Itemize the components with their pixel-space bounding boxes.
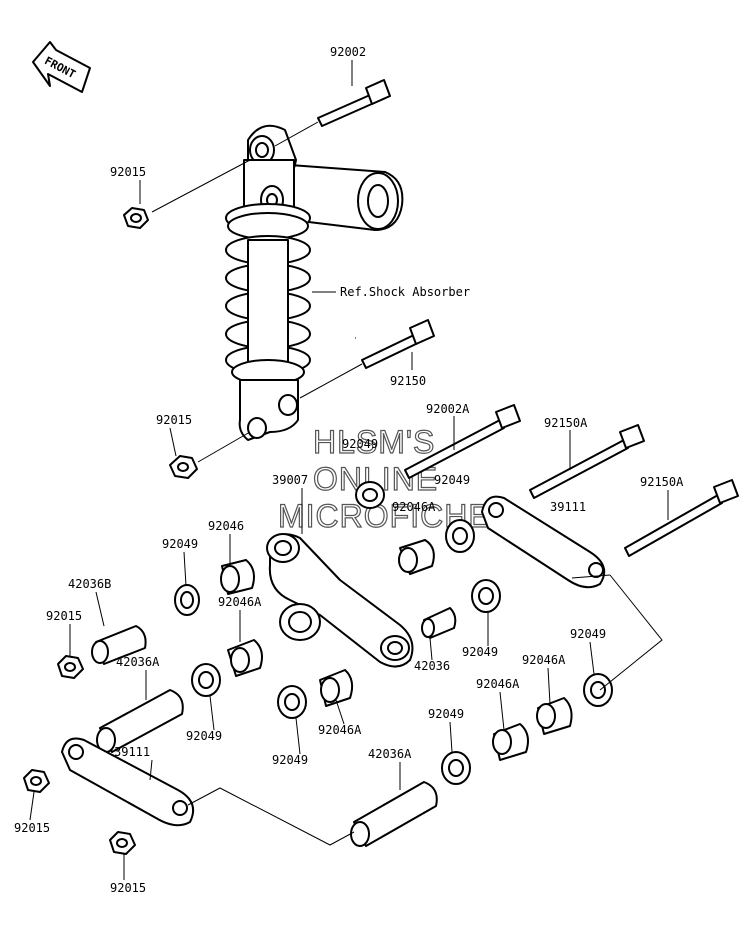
label-92046a-top: 92046A bbox=[392, 500, 436, 514]
label-92046a-left: 92046A bbox=[218, 595, 262, 609]
collar-92049-center bbox=[355, 481, 385, 509]
label-92046: 92046 bbox=[208, 519, 244, 533]
label-42036a-bottom: 42036A bbox=[368, 747, 412, 761]
bearing-92046a-left bbox=[227, 639, 263, 677]
label-ref-shock-absorber: Ref.Shock Absorber bbox=[340, 285, 470, 299]
label-92015-mid: 92015 bbox=[156, 413, 192, 427]
label-92046a-mid: 92046A bbox=[318, 723, 362, 737]
bearing-92046a-right-2 bbox=[492, 723, 529, 761]
bolt-92002 bbox=[274, 79, 391, 147]
label-42036b: 42036B bbox=[68, 577, 111, 591]
label-42036: 42036 bbox=[414, 659, 450, 673]
label-92150: 92150 bbox=[390, 374, 426, 388]
label-92015-bottom-1: 92015 bbox=[14, 821, 50, 835]
sleeve-42036 bbox=[421, 607, 457, 639]
label-92150a-1: 92150A bbox=[544, 416, 588, 430]
label-92002a: 92002A bbox=[426, 402, 470, 416]
shock-absorber bbox=[225, 124, 404, 441]
rod-39111-right bbox=[481, 495, 606, 589]
label-92049-center: 92049 bbox=[342, 437, 378, 451]
collar-92049-b bbox=[445, 519, 475, 553]
label-92015-bottom-2: 92015 bbox=[110, 881, 146, 895]
label-39111-right: 39111 bbox=[550, 500, 586, 514]
label-92015-left: 92015 bbox=[46, 609, 82, 623]
label-42036a-left: 42036A bbox=[116, 655, 160, 669]
label-39007: 39007 bbox=[272, 473, 308, 487]
label-92049-b: 92049 bbox=[434, 473, 470, 487]
collar-92049-right-2 bbox=[583, 673, 613, 707]
sleeve-42036a-left bbox=[96, 689, 184, 753]
bolt-92150a-2 bbox=[624, 479, 739, 557]
collar-92049-right-1 bbox=[471, 579, 501, 613]
bolt-92150 bbox=[299, 319, 435, 399]
bearing-92046a-right-1 bbox=[536, 697, 573, 735]
rod-39111-left bbox=[61, 737, 194, 827]
label-92150a-2: 92150A bbox=[640, 475, 684, 489]
collar-92049-left-1 bbox=[174, 584, 200, 616]
nut-92015-left bbox=[57, 655, 84, 679]
label-92049-left-3: 92049 bbox=[272, 753, 308, 767]
label-92049-left-2: 92049 bbox=[186, 729, 222, 743]
label-92046a-right-1: 92046A bbox=[522, 653, 566, 667]
bearing-92046 bbox=[220, 559, 255, 595]
sleeve-42036b bbox=[91, 625, 147, 665]
nut-92015-bottom-2 bbox=[109, 831, 136, 855]
collar-92049-left-3 bbox=[277, 685, 307, 719]
front-arrow-icon: FRONT bbox=[32, 41, 91, 93]
collar-92049-left-2 bbox=[191, 663, 221, 697]
label-92049-right-2: 92049 bbox=[570, 627, 606, 641]
bolt-92150a-1 bbox=[529, 424, 645, 499]
label-92049-left-1: 92049 bbox=[162, 537, 198, 551]
bearing-92046a-top bbox=[398, 539, 435, 575]
collar-92049-right-3 bbox=[441, 751, 471, 785]
sleeve-42036a-bottom bbox=[350, 781, 438, 847]
lever-39007 bbox=[266, 533, 414, 668]
assembly-lines bbox=[29, 60, 669, 880]
label-92046a-right-2: 92046A bbox=[476, 677, 520, 691]
label-92002: 92002 bbox=[330, 45, 366, 59]
label-39111-left: 39111 bbox=[114, 745, 150, 759]
nut-92015-mid bbox=[169, 431, 251, 479]
label-92049-right-1: 92049 bbox=[462, 645, 498, 659]
watermark-line1: HLSM'S bbox=[313, 424, 435, 460]
nut-92015-bottom-1 bbox=[23, 769, 50, 793]
label-92049-right-3: 92049 bbox=[428, 707, 464, 721]
nut-92015-top bbox=[123, 159, 251, 229]
label-92015-top: 92015 bbox=[110, 165, 146, 179]
callout-labels: 92002 92015 Ref.Shock Absorber 92150 920… bbox=[14, 45, 684, 895]
bearing-92046a-mid bbox=[319, 669, 354, 707]
